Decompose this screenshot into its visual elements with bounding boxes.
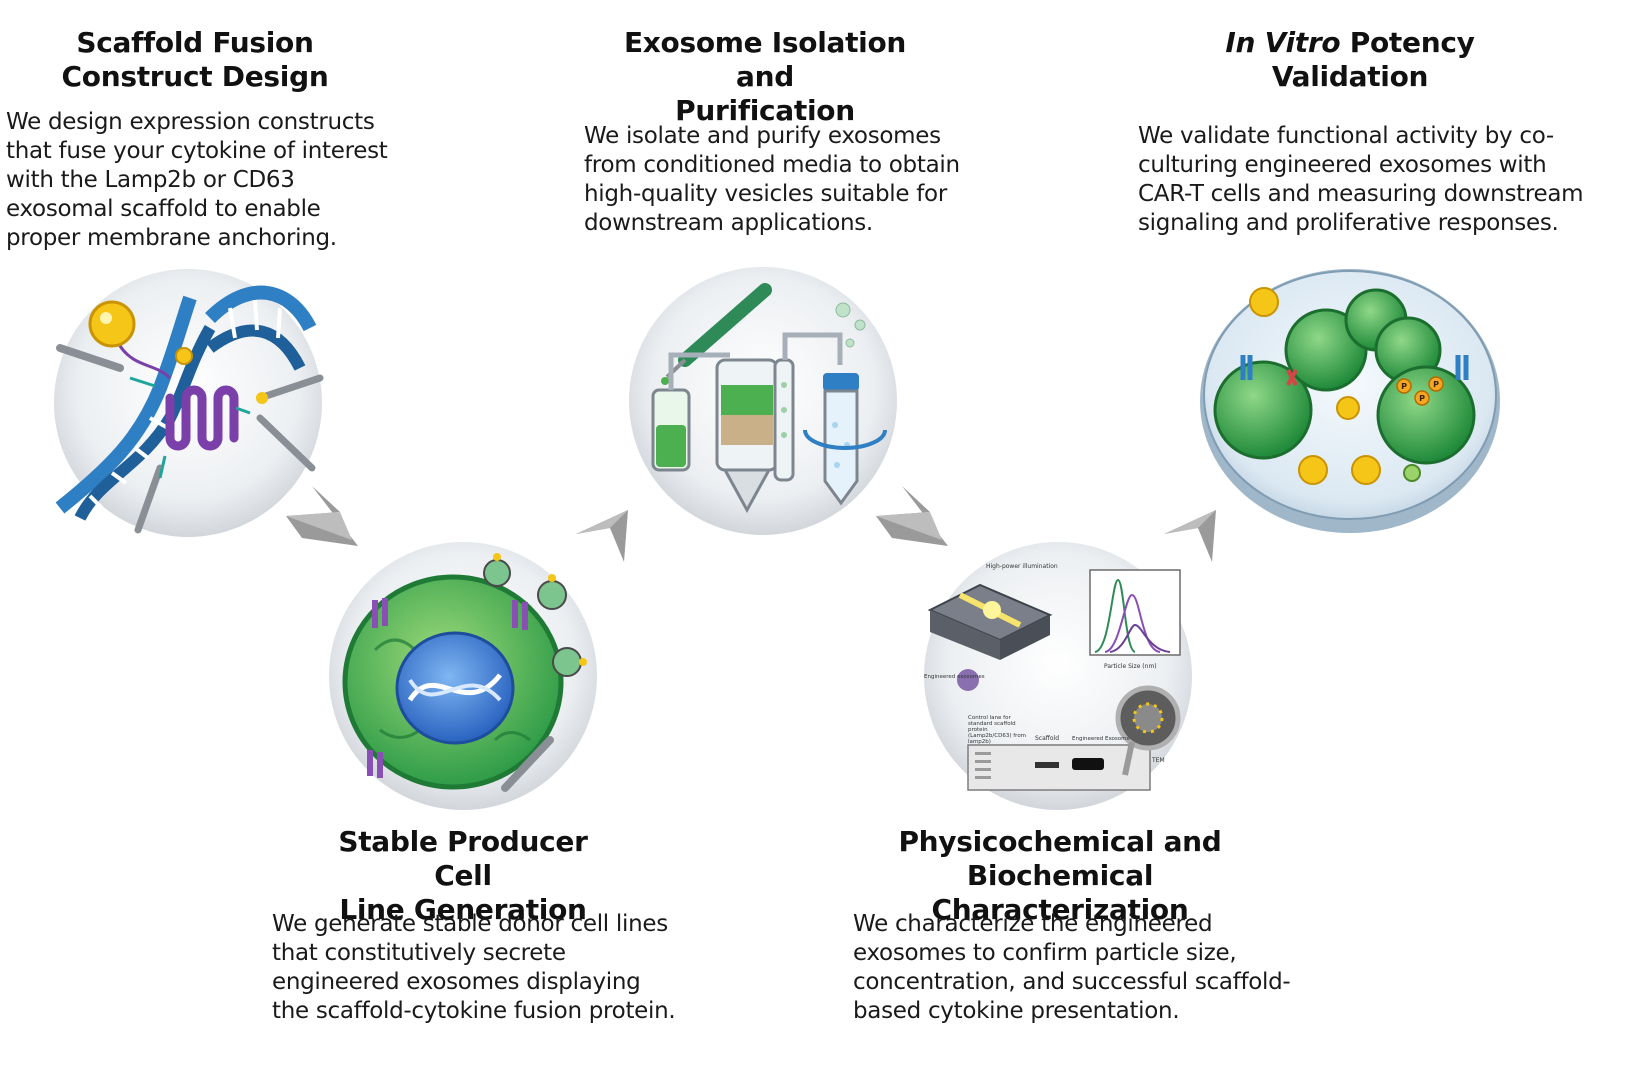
phospho-label: P — [1401, 382, 1407, 391]
step5-desc-line: We validate functional activity by co- — [1138, 123, 1554, 149]
step4-desc-line: We characterize the engineered — [853, 911, 1213, 937]
step3-desc-line: from conditioned media to obtain — [584, 152, 960, 178]
step1-title-line1: Scaffold Fusion — [76, 26, 314, 59]
step4-title: Physicochemical and Biochemical Characte… — [855, 825, 1265, 927]
step1-desc-line: that fuse your cytokine of interest — [6, 138, 388, 164]
step3-desc-line: downstream applications. — [584, 210, 873, 236]
phospho-label: P — [1419, 394, 1425, 403]
arrow-step2-to-step3 — [576, 510, 628, 562]
arrow-step3-to-step4 — [876, 486, 948, 546]
producer-cell-icon — [329, 542, 597, 810]
particle-size-label: Particle Size (nm) — [1104, 663, 1157, 670]
step2-title: Stable Producer Cell Line Generation — [310, 825, 616, 927]
step2-desc-line: We generate stable donor cell lines — [272, 911, 668, 937]
step3-title-line2: Purification — [675, 94, 855, 127]
step1-desc-line: We design expression constructs — [6, 109, 375, 135]
step2-desc-line: that constitutively secrete — [272, 940, 566, 966]
phospho-label: P — [1433, 380, 1439, 389]
step3-title-line1: Exosome Isolation and — [623, 26, 907, 93]
step3-title: Exosome Isolation and Purification — [600, 26, 930, 128]
petri-dish-icon: P P P — [1200, 269, 1500, 533]
step4-desc-line: exosomes to confirm particle size, — [853, 940, 1237, 966]
step5-title-rest: Potency — [1340, 26, 1475, 59]
step3-desc-line: We isolate and purify exosomes — [584, 123, 941, 149]
step5-title-line2: Validation — [1271, 60, 1429, 93]
step2-desc-line: the scaffold-cytokine fusion protein. — [272, 998, 676, 1024]
step4-description: We characterize the engineered exosomes … — [853, 910, 1291, 1026]
chromatography-icon — [629, 267, 897, 535]
arrow-step1-to-step2 — [286, 486, 358, 546]
step5-title-line1: In Vitro Potency — [1200, 26, 1500, 60]
step1-title-line2: Construct Design — [61, 60, 329, 93]
step1-title: Scaffold Fusion Construct Design — [40, 26, 350, 94]
engineered-exosomes-label: Engineered exosomes — [924, 674, 985, 680]
step1-desc-line: proper membrane anchoring. — [6, 225, 337, 251]
step2-description: We generate stable donor cell lines that… — [272, 910, 676, 1026]
step4-title-line2: Biochemical Characterization — [931, 859, 1189, 926]
illumination-label: High-power illumination — [986, 563, 1058, 570]
step5-desc-line: culturing engineered exosomes with — [1138, 152, 1547, 178]
step5-description: We validate functional activity by co- c… — [1138, 122, 1584, 238]
step1-description: We design expression constructs that fus… — [6, 108, 388, 253]
scaffold-label: Scaffold — [1035, 735, 1059, 742]
step4-title-line1: Physicochemical and — [898, 825, 1222, 858]
characterization-icon: High-power illumination Particle Size (n… — [924, 542, 1192, 810]
control-lane-label: Control lane for standard scaffold prote… — [968, 715, 1027, 745]
arrow-step4-to-step5 — [1164, 510, 1216, 562]
step1-desc-line: with the Lamp2b or CD63 — [6, 167, 295, 193]
step4-desc-line: based cytokine presentation. — [853, 998, 1180, 1024]
step2-title-line1: Stable Producer Cell — [338, 825, 588, 892]
step4-desc-line: concentration, and successful scaffold- — [853, 969, 1291, 995]
step2-title-line2: Line Generation — [339, 893, 587, 926]
step5-title-italic: In Vitro — [1225, 26, 1341, 59]
tem-label: TEM — [1151, 757, 1165, 764]
step5-title: In Vitro Potency Validation — [1200, 26, 1500, 94]
dna-construct-icon — [54, 269, 324, 537]
step5-desc-line: CAR-T cells and measuring downstream — [1138, 181, 1584, 207]
step3-desc-line: high-quality vesicles suitable for — [584, 181, 947, 207]
step2-desc-line: engineered exosomes displaying — [272, 969, 641, 995]
engineered-exosome-label: Engineered Exosome — [1072, 736, 1131, 742]
step5-desc-line: signaling and proliferative responses. — [1138, 210, 1559, 236]
step1-desc-line: exosomal scaffold to enable — [6, 196, 321, 222]
step3-description: We isolate and purify exosomes from cond… — [584, 122, 960, 238]
